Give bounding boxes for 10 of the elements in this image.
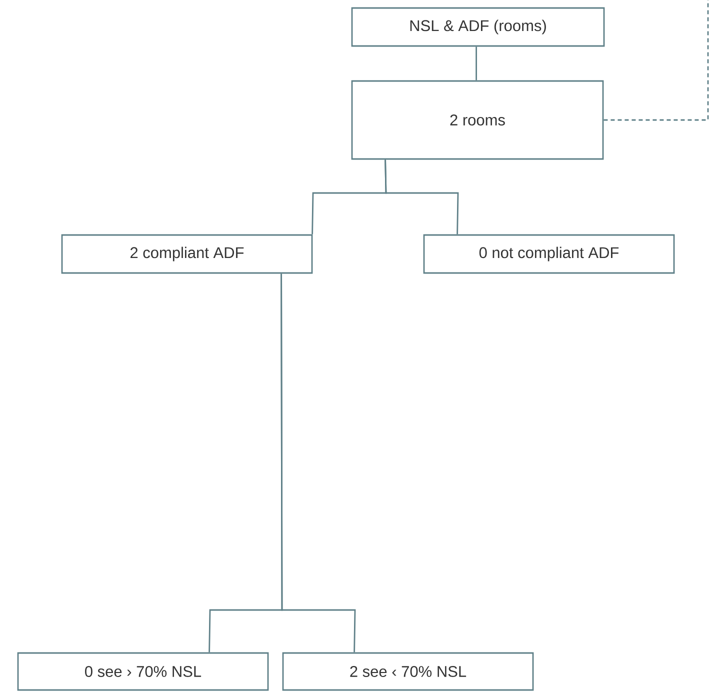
connector-line — [476, 46, 477, 80]
text-box: 0 see › 70% NSL — [17, 652, 269, 691]
text-box: 2 rooms — [351, 80, 604, 160]
connector-line — [280, 274, 356, 652]
text-box: 0 not compliant ADF — [423, 234, 675, 274]
text-box: NSL & ADF (rooms) — [351, 7, 605, 47]
text-box: 2 compliant ADF — [61, 234, 313, 274]
text-box: 2 see ‹ 70% NSL — [282, 652, 534, 691]
connector-line — [604, 0, 709, 121]
connector-line — [384, 160, 459, 234]
